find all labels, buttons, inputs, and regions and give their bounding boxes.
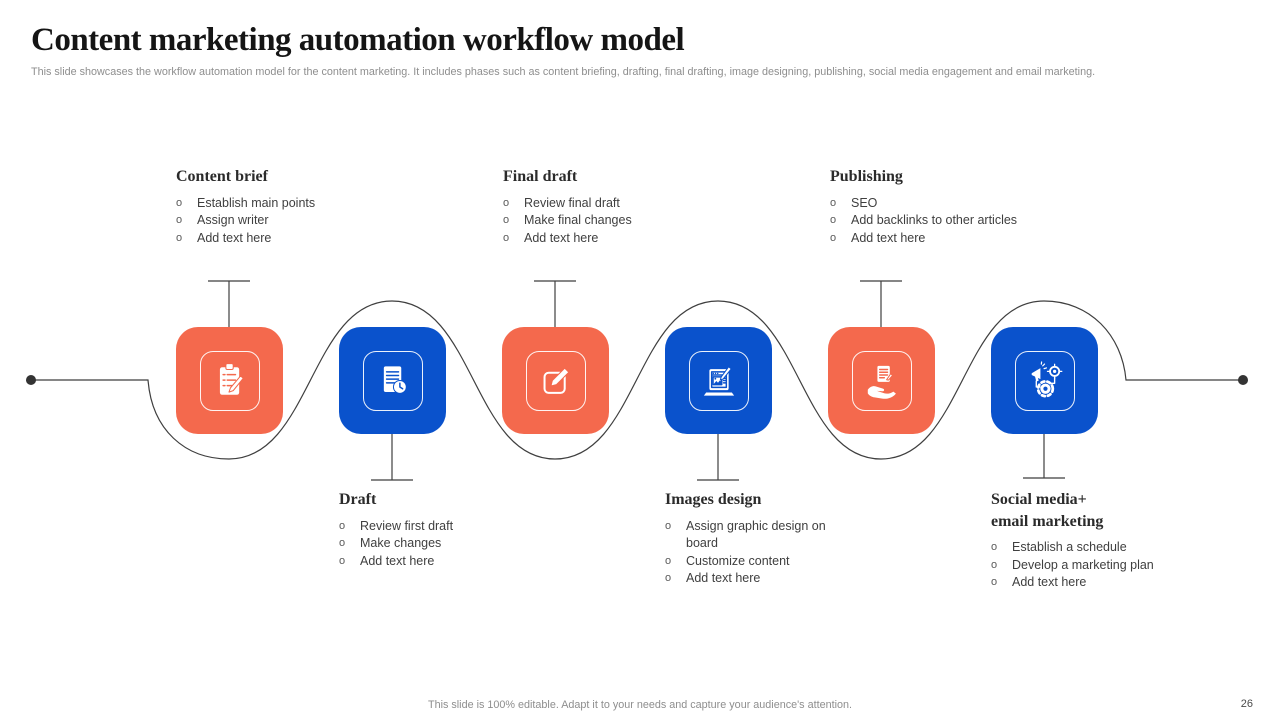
bullet-item: o Add text here [176,230,391,248]
bullet-item: o Assign graphic design on board [665,518,847,553]
bullet-text: SEO [851,195,878,210]
tile-inner-outline [851,350,912,411]
bullet-item: o Add text here [830,230,1045,248]
bullet-item: o Establish a schedule [991,539,1206,557]
clipboard-checklist-icon [219,362,244,395]
bullet-marker: o [991,541,998,554]
bullet-text: Add text here [686,571,761,586]
bullet-item: o SEO [830,195,1045,213]
bullet-text: Add text here [360,553,435,568]
marketing-automation-icon [1031,360,1062,397]
bullet-item: o Develop a marketing plan [991,557,1206,575]
top-label-connectors [208,280,902,327]
bullet-item: o Review final draft [503,195,718,213]
bullet-text: Review first draft [360,518,454,533]
line-end-dot [1238,375,1248,385]
bullet-marker: o [503,231,510,244]
tile-inner-outline [688,350,749,411]
laptop-design-icon [703,365,734,396]
bullet-text: Assign writer [197,213,269,228]
bullet-marker: o [830,196,837,209]
bullet-item: o Add text here [665,570,847,588]
stage-title: Social media+ email marketing [991,491,1104,530]
bullet-marker: o [830,214,837,227]
bullet-text: Add text here [524,230,599,245]
bottom-label-connectors [371,434,1065,481]
bullet-item: o Add backlinks to other articles [830,212,1045,230]
tile-inner-outline [1014,350,1075,411]
hand-document-icon [867,365,896,399]
bullet-marker: o [503,196,510,209]
stage-tile-publishing [828,327,935,434]
bullet-text: Add text here [1012,575,1087,590]
stage-title: Images design [665,491,762,508]
bullet-marker: o [339,537,346,550]
bullet-item: o Customize content [665,553,847,571]
page-number: 26 [1240,698,1253,710]
tile-inner-outline [199,350,260,411]
bullet-marker: o [176,196,183,209]
bullet-text: Review final draft [524,195,620,210]
line-start-dot [26,375,36,385]
bullet-item: o Assign writer [176,212,391,230]
bullet-marker: o [991,576,998,589]
bullet-marker: o [665,519,672,532]
tile-inner-outline [525,350,586,411]
stage-title: Content brief [176,168,268,185]
stage-tile-draft [339,327,446,434]
bullet-text: Add backlinks to other articles [851,213,1018,228]
bullet-text: Make final changes [524,213,632,228]
document-clock-icon [383,365,407,394]
bullet-item: o Add text here [991,574,1206,592]
bullet-item: o Establish main points [176,195,391,213]
bullet-marker: o [830,231,837,244]
bullet-item: o Make final changes [503,212,718,230]
tile-inner-outline [362,350,423,411]
bullet-item: o Make changes [339,535,554,553]
bullet-text: Develop a marketing plan [1012,557,1154,572]
stage-label-social-email: Social media+ email marketing o Establish… [991,489,1206,592]
bullet-marker: o [665,554,672,567]
stage-title: Final draft [503,168,578,185]
bullet-marker: o [176,214,183,227]
bullet-marker: o [991,558,998,571]
page-subtitle: This slide showcases the workflow automa… [31,66,1096,78]
bullet-item: o Review first draft [339,518,554,536]
bullet-text: Customize content [686,553,790,568]
stage-title: Publishing [830,168,903,185]
bullet-text: Make changes [360,536,442,551]
bullet-text: Add text here [851,230,926,245]
bullet-text: Establish main points [197,195,316,210]
bullet-marker: o [503,214,510,227]
page-title: Content marketing automation workflow mo… [31,22,685,58]
bullet-item: o Add text here [503,230,718,248]
stage-tile-content-brief [176,327,283,434]
stage-tile-social-email [991,327,1098,434]
stage-title: Draft [339,491,377,508]
bullet-marker: o [665,572,672,585]
edit-compose-icon [543,367,569,394]
footer-note: This slide is 100% editable. Adapt it to… [427,699,852,711]
bullet-marker: o [176,231,183,244]
bullet-text: Assign graphic design on board [686,518,826,551]
bullet-marker: o [339,519,346,532]
bullet-item: o Add text here [339,553,554,571]
stage-tile-images-design [665,327,772,434]
stage-label-images-design: Images design o Assign graphic design on … [665,489,847,588]
stage-tile-final-draft [502,327,609,434]
bullet-marker: o [339,554,346,567]
bullet-text: Add text here [197,230,272,245]
bullet-text: Establish a schedule [1012,540,1127,555]
